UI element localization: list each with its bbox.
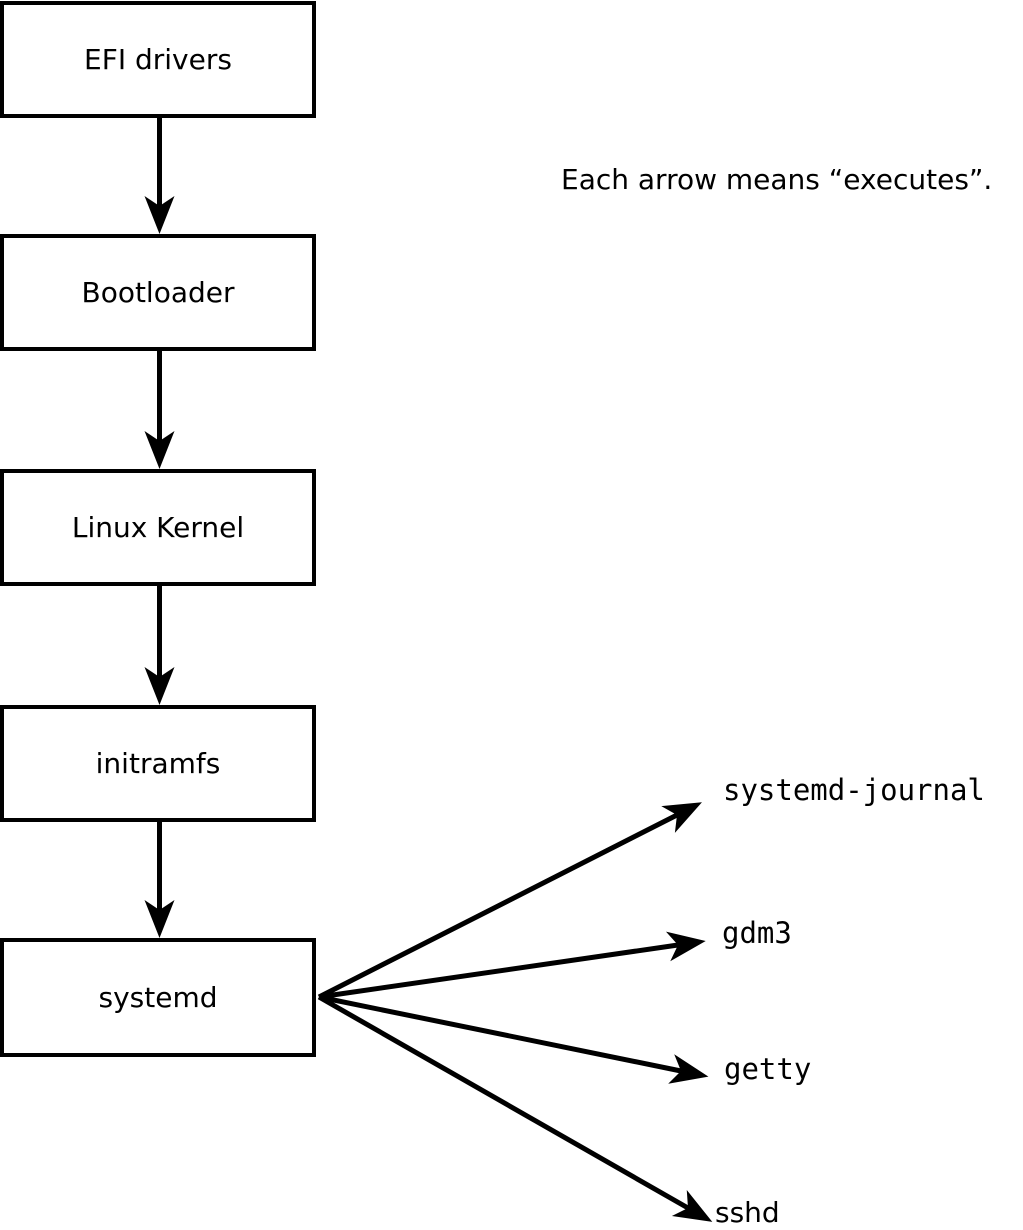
arrow-systemd-to-getty bbox=[318, 994, 709, 1084]
arrow-systemd-to-sshd bbox=[317, 994, 713, 1222]
node-bootloader-label: Bootloader bbox=[81, 275, 235, 309]
node-linux-kernel-label: Linux Kernel bbox=[71, 510, 245, 544]
node-linux-kernel: Linux Kernel bbox=[0, 469, 316, 586]
node-systemd: systemd bbox=[0, 938, 316, 1057]
node-systemd-label: systemd bbox=[98, 980, 218, 1014]
node-label-sshd: sshd bbox=[715, 1196, 780, 1229]
arrow-systemd-to-systemd-journal bbox=[317, 802, 702, 1000]
node-label-getty: getty bbox=[724, 1052, 812, 1086]
node-bootloader: Bootloader bbox=[0, 234, 316, 351]
node-label-gdm3: gdm3 bbox=[722, 916, 792, 950]
arrow-systemd-to-gdm3 bbox=[318, 931, 706, 1000]
node-label-systemd-journal: systemd-journal bbox=[723, 773, 985, 807]
diagram-caption: Each arrow means “executes”. bbox=[561, 163, 993, 196]
node-efi-drivers: EFI drivers bbox=[0, 1, 316, 118]
node-initramfs: initramfs bbox=[0, 705, 316, 822]
node-initramfs-label: initramfs bbox=[95, 746, 221, 780]
node-efi-drivers-label: EFI drivers bbox=[84, 42, 232, 76]
